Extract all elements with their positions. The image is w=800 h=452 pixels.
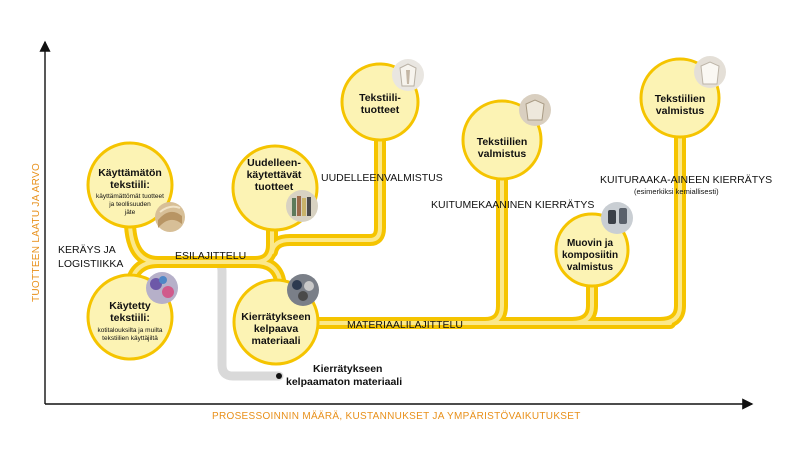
fabric-stack-photo-icon (155, 202, 185, 232)
used-textile-text: Käytetty tekstiili: kotitalouksilta ja m… (97, 300, 162, 342)
used-desc-line-1: kotitalouksilta ja muilta (97, 327, 162, 334)
x-axis-label: PROSESSOINNIN MÄÄRÄ, KUSTANNUKSET JA YMP… (212, 410, 581, 422)
plastic-composite-title-line-2: komposiitin (562, 250, 618, 261)
unused-desc-line-1: käyttämättömät tuotteet (96, 193, 164, 200)
textile-mfg-mech-text: Tekstiilien valmistus (477, 136, 528, 160)
recyclable-title-line-1: Kierrätykseen (241, 311, 310, 323)
textile-mfg-mech-node (461, 99, 543, 181)
plastic-composite-title-line-3: valmistus (567, 262, 614, 273)
clothes-pile-photo-icon (146, 272, 178, 304)
shirts-photo-icon (519, 94, 551, 126)
textile-products-title-line-1: Tekstiili- (359, 92, 401, 104)
plastic-composite-title-line-1: Muovin ja (567, 238, 614, 249)
used-title-line-2: tekstiili: (110, 312, 150, 324)
textile-products-text: Tekstiili- tuotteet (359, 92, 401, 116)
textile-mfg-chem-title-line-2: valmistus (656, 105, 705, 117)
chemical-recycling-label: KUITURAAKA-AINEEN KIERRÄTYS (600, 174, 772, 186)
material-sorting-label: MATERIAALILAJITTELU (347, 319, 463, 331)
unused-textile-node (86, 141, 174, 229)
collection-label-line-2: LOGISTIIKKA (58, 258, 123, 270)
sorted-textiles-photo-icon (287, 274, 319, 306)
used-desc-line-2: tekstiilien käyttäjiltä (102, 335, 158, 342)
reuse-title-line-1: Uudelleen- (247, 157, 301, 169)
recyclable-text: Kierrätykseen kelpaava materiaali (241, 311, 310, 347)
unused-title-line-2: tekstiili: (110, 179, 150, 191)
remanufacturing-label: UUDELLEENVALMISTUS (321, 172, 443, 184)
reuse-text: Uudelleen- käytettävät tuotteet (247, 157, 302, 193)
non-recyclable-dot (276, 373, 282, 379)
reuse-title-line-2: käytettävät (247, 169, 302, 181)
unused-desc-line-3: jäte (124, 209, 136, 216)
non-recyclable-label-line-2: kelpaamaton materiaali (286, 376, 402, 388)
used-title-line-1: Käytetty (109, 300, 151, 312)
unused-textile-text: Käyttämätön tekstiili: käyttämättömät tu… (96, 167, 164, 216)
y-axis-label: TUOTTEEN LAATU JA ARVO (31, 163, 42, 302)
garments-photo-icon (392, 59, 424, 91)
node-circles (86, 57, 721, 366)
non-recyclable-label-line-1: Kierrätykseen (313, 363, 382, 375)
recyclable-title-line-2: kelpaava (254, 323, 299, 335)
recyclable-title-line-3: materiaali (251, 335, 300, 347)
composite-parts-photo-icon (601, 202, 633, 234)
plastic-composite-text: Muovin ja komposiitin valmistus (562, 238, 618, 273)
textile-mfg-chem-title-line-1: Tekstiilien (655, 93, 706, 105)
unused-desc-line-2: ja teollisuuden (108, 201, 151, 208)
textile-products-title-line-2: tuotteet (361, 104, 400, 116)
white-garments-photo-icon (694, 56, 726, 88)
clothing-rack-photo-icon (286, 190, 318, 222)
textile-mfg-mech-title-line-2: valmistus (478, 148, 527, 160)
textile-mfg-chem-text: Tekstiilien valmistus (655, 93, 706, 117)
textile-mfg-mech-title-line-1: Tekstiilien (477, 136, 528, 148)
collection-label-line-1: KERÄYS JA (58, 244, 116, 256)
reuse-title-line-3: tuotteet (255, 181, 294, 193)
mechanical-recycling-label: KUITUMEKAANINEN KIERRÄTYS (431, 199, 594, 211)
chemical-recycling-note: (esimerkiksi kemiallisesti) (634, 187, 719, 196)
flow-paths (124, 126, 686, 329)
unused-title-line-1: Käyttämätön (98, 167, 162, 179)
presorting-label: ESILAJITTELU (175, 250, 246, 262)
